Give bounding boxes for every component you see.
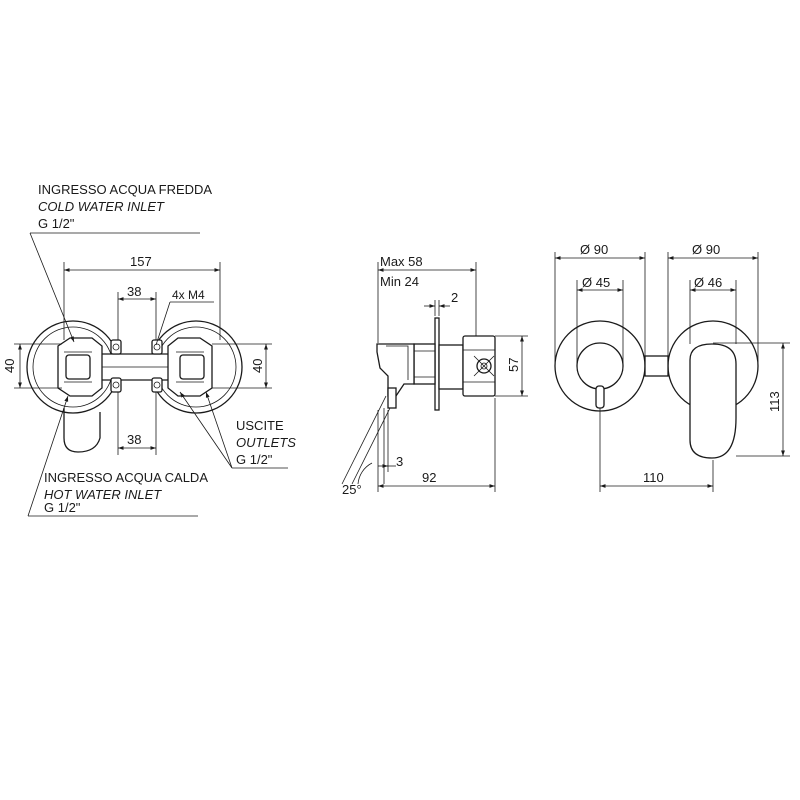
dim-cap-dia-2: Ø 46 — [694, 275, 722, 290]
dim-lever-angle: 25° — [342, 482, 362, 497]
dim-rosette-dia-2: Ø 90 — [692, 242, 720, 257]
dim-lever-offset: 3 — [396, 454, 403, 469]
front-left-cap — [576, 342, 624, 390]
dim-plate-thickness: 2 — [451, 290, 458, 305]
dim-right-height: 40 — [250, 359, 265, 373]
hot-inlet-label-it: INGRESSO ACQUA CALDA — [44, 470, 208, 485]
left-view-handle — [63, 408, 101, 453]
dim-side-depth: 92 — [422, 470, 436, 485]
side-view: 25° 3 92 Max 58 Min 24 2 57 — [341, 254, 528, 497]
front-right-lever — [689, 343, 737, 459]
dim-depth-max: Max 58 — [380, 254, 423, 269]
hot-inlet-label-en: HOT WATER INLET — [44, 487, 162, 502]
connection-view: 157 38 4x M4 38 40 40 INGRESSO ACQUA FRE… — [2, 182, 296, 517]
dim-cap-dia-1: Ø 45 — [582, 275, 610, 290]
outlets-size: G 1/2" — [236, 452, 273, 467]
screws — [110, 339, 163, 393]
cold-inlet-label-en: COLD WATER INLET — [38, 199, 165, 214]
dim-left-height: 40 — [2, 359, 17, 373]
outlets-label-it: USCITE — [236, 418, 284, 433]
hot-inlet-size: G 1/2" — [44, 500, 81, 515]
dim-front-width: 110 — [643, 470, 664, 485]
cold-inlet-size: G 1/2" — [38, 216, 75, 231]
front-view: Ø 90 Ø 90 Ø 45 Ø 46 110 113 — [554, 242, 790, 492]
dim-spacing-top: 38 — [127, 284, 141, 299]
cold-inlet-label-it: INGRESSO ACQUA FREDDA — [38, 182, 212, 197]
dim-front-height: 113 — [767, 391, 782, 412]
dim-rosette-dia-1: Ø 90 — [580, 242, 608, 257]
screws-label: 4x M4 — [172, 288, 205, 302]
dim-overall-width: 157 — [130, 254, 152, 269]
dim-body-height: 57 — [506, 358, 521, 372]
outlets-label-en: OUTLETS — [236, 435, 296, 450]
dim-spacing-bottom: 38 — [127, 432, 141, 447]
dim-depth-min: Min 24 — [380, 274, 419, 289]
